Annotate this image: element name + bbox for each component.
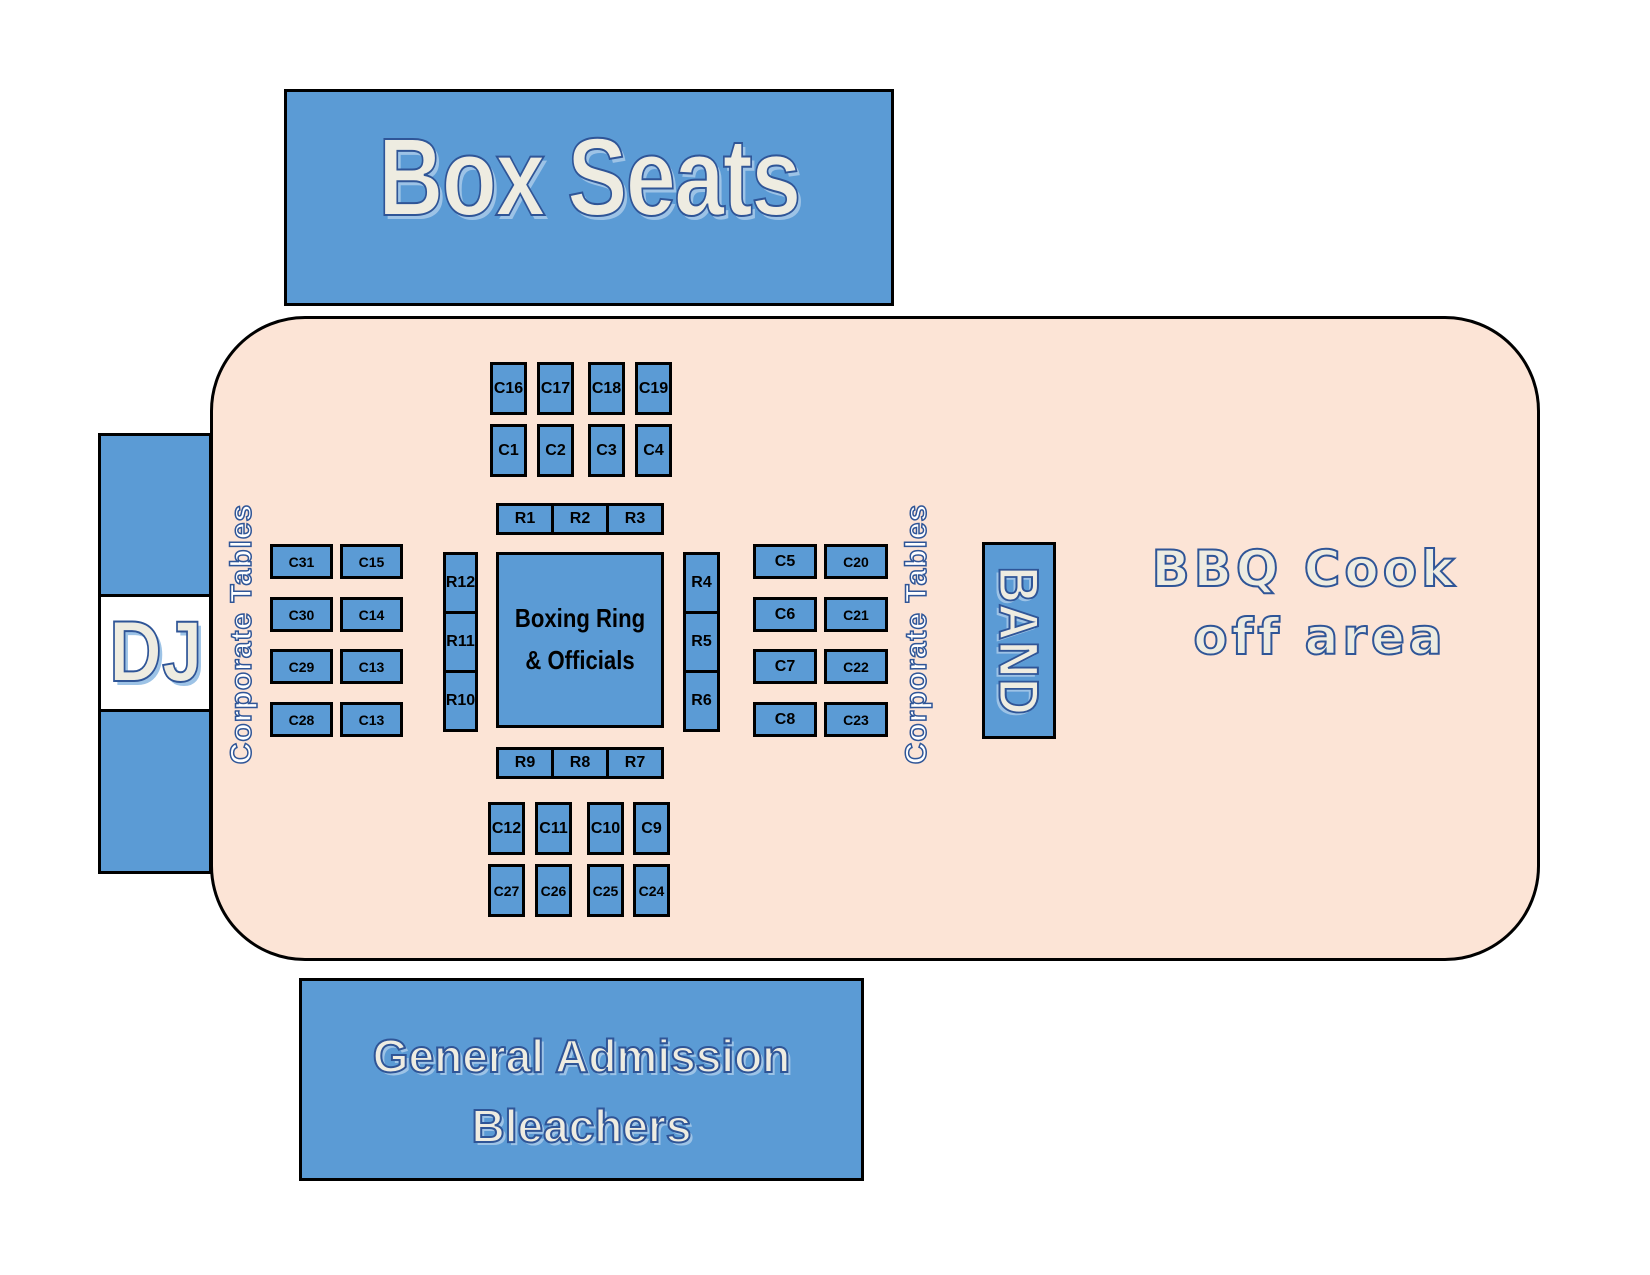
table-C4[interactable]: C4 [635,424,672,477]
table-C11[interactable]: C11 [535,802,572,855]
table-C13b[interactable]: C13 [340,702,403,737]
table-C3[interactable]: C3 [588,424,625,477]
corporate-tables-right-label: Corporate Tables [899,503,934,765]
bbq-line2: off area [1192,607,1447,667]
table-C17[interactable]: C17 [537,362,574,415]
table-R10[interactable]: R10 [443,670,478,732]
dj-stand-top [98,433,212,597]
general-admission-line1: General Admission [372,1029,792,1083]
table-C2[interactable]: C2 [537,424,574,477]
dj-label: DJ [108,603,203,701]
table-C8[interactable]: C8 [753,702,817,737]
table-C29[interactable]: C29 [270,649,333,684]
table-C31[interactable]: C31 [270,544,333,579]
boxing-ring-line2: & Officials [525,645,635,675]
table-R8[interactable]: R8 [551,747,609,779]
boxing-ring-line1: Boxing Ring [514,603,646,633]
corporate-tables-left-label: Corporate Tables [224,503,259,765]
table-C6[interactable]: C6 [753,597,817,632]
table-C9[interactable]: C9 [633,802,670,855]
general-admission-line2: Bleachers [471,1099,693,1153]
table-C15[interactable]: C15 [340,544,403,579]
boxing-ring[interactable]: Boxing Ring & Officials [496,552,664,728]
dj-stand-bottom [98,709,212,874]
table-C14[interactable]: C14 [340,597,403,632]
table-C25[interactable]: C25 [587,864,624,917]
dj-booth[interactable]: DJ [98,594,212,712]
table-R6[interactable]: R6 [683,670,720,732]
table-C20[interactable]: C20 [824,544,888,579]
bbq-line1: BBQ Cook [1151,539,1459,599]
table-C5[interactable]: C5 [753,544,817,579]
table-R5[interactable]: R5 [683,611,720,673]
table-R9[interactable]: R9 [496,747,554,779]
table-C27[interactable]: C27 [488,864,525,917]
table-C10[interactable]: C10 [587,802,624,855]
box-seats-section[interactable]: Box Seats [284,89,894,306]
table-R1[interactable]: R1 [496,503,554,535]
arena-floor [210,316,1540,961]
table-C18[interactable]: C18 [588,362,625,415]
box-seats-label: Box Seats [377,115,802,240]
table-C7[interactable]: C7 [753,649,817,684]
table-C16[interactable]: C16 [490,362,527,415]
table-C13a[interactable]: C13 [340,649,403,684]
table-R4[interactable]: R4 [683,552,720,614]
table-R12[interactable]: R12 [443,552,478,614]
bbq-area-label: BBQ Cook off area [1095,535,1515,671]
boxing-ring-label: Boxing Ring & Officials [511,597,649,681]
table-C21[interactable]: C21 [824,597,888,632]
table-C22[interactable]: C22 [824,649,888,684]
band-label: BAND [987,565,1052,716]
table-R3[interactable]: R3 [606,503,664,535]
table-C28[interactable]: C28 [270,702,333,737]
table-C12[interactable]: C12 [488,802,525,855]
table-C30[interactable]: C30 [270,597,333,632]
table-C23[interactable]: C23 [824,702,888,737]
general-admission-label: General Admission Bleachers [302,1021,861,1161]
table-C1[interactable]: C1 [490,424,527,477]
table-C19[interactable]: C19 [635,362,672,415]
table-C26[interactable]: C26 [535,864,572,917]
table-R2[interactable]: R2 [551,503,609,535]
table-R11[interactable]: R11 [443,611,478,673]
general-admission-section[interactable]: General Admission Bleachers [299,978,864,1181]
table-R7[interactable]: R7 [606,747,664,779]
table-C24[interactable]: C24 [633,864,670,917]
band-stage[interactable]: BAND [982,542,1056,739]
